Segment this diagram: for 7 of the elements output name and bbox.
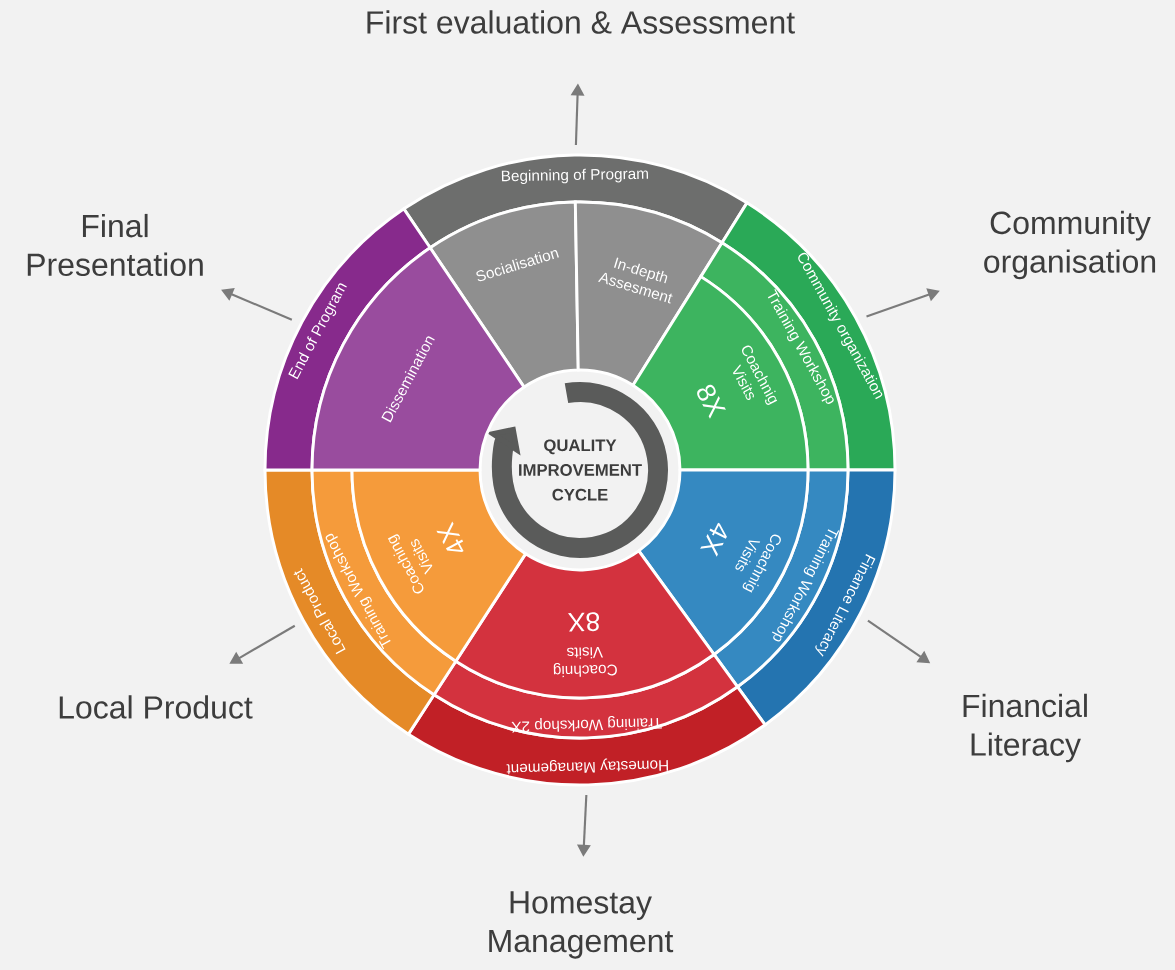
ring-segment: Beginning of Program bbox=[402, 153, 749, 250]
stage-label: Homestay Management bbox=[489, 891, 674, 959]
stage-label: First evaluation & Assessment bbox=[367, 10, 795, 34]
stage-label: Local Product bbox=[59, 695, 253, 719]
stage-label: Community organisation bbox=[984, 210, 1156, 280]
stage-label: Final Presentation bbox=[27, 213, 203, 277]
stage-label: Financial Literacy bbox=[963, 693, 1087, 763]
